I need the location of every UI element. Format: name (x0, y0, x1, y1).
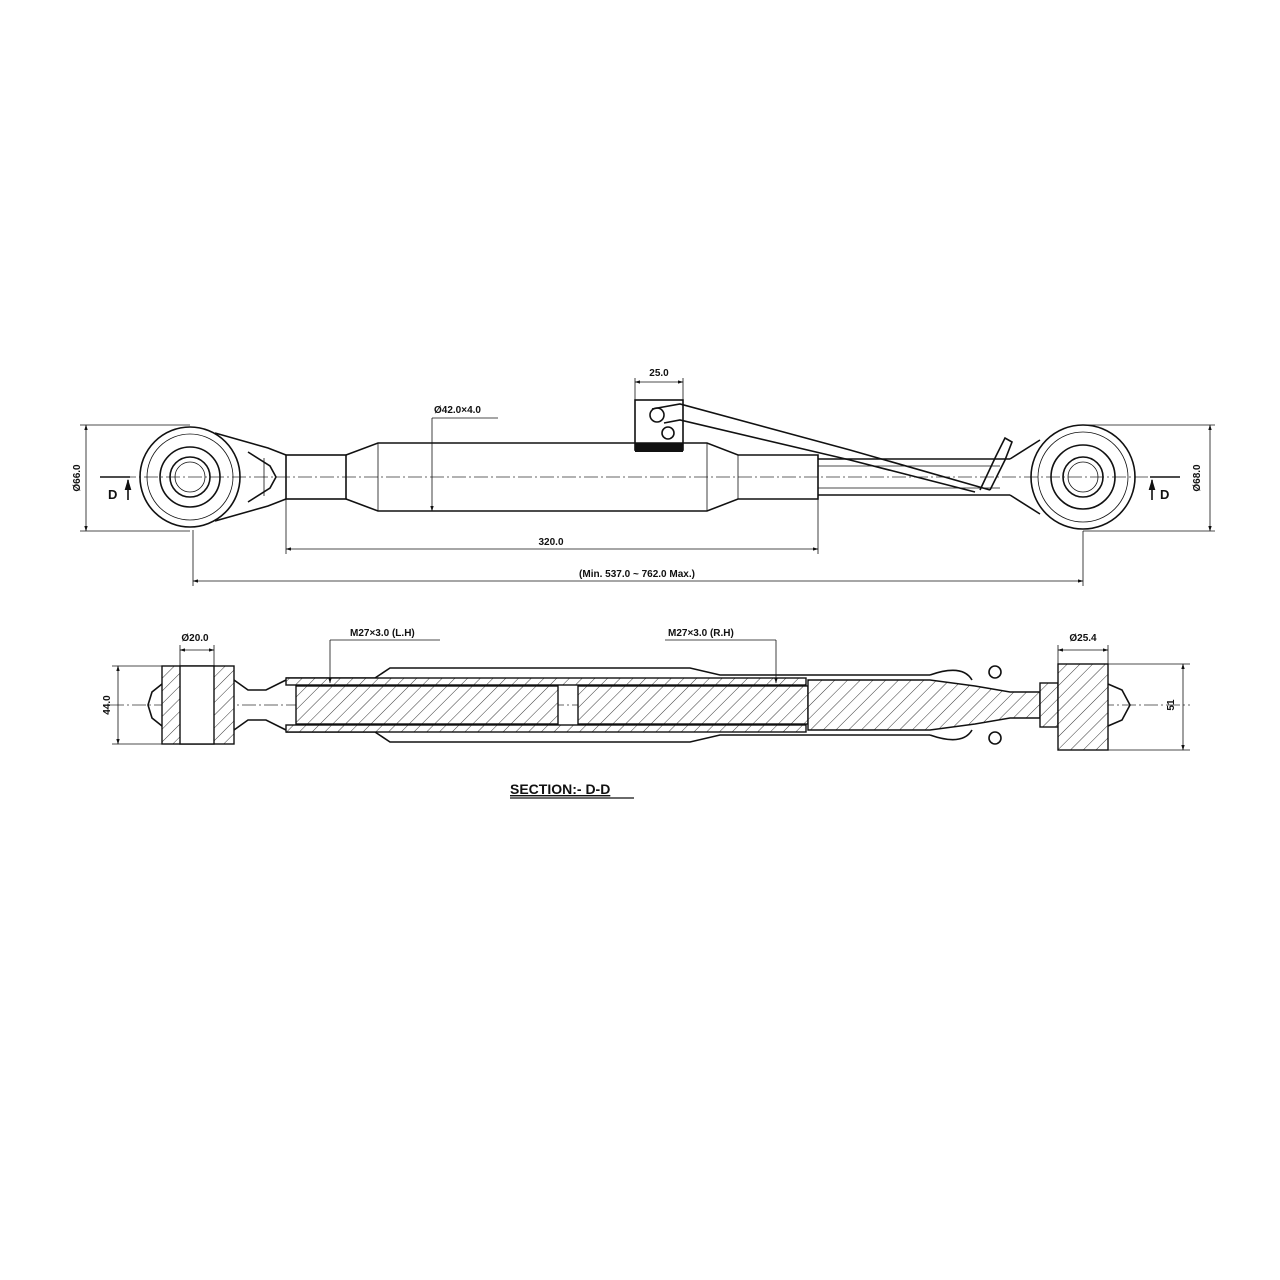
section-mark-right-label: D (1160, 487, 1169, 502)
dim-left-eye-label: Ø66.0 (72, 464, 83, 492)
right-threaded-rod (818, 458, 1010, 496)
dim-body-length: 320.0 (285, 499, 819, 554)
right-eye-section (1039, 663, 1131, 751)
dim-body-length-label: 320.0 (538, 537, 563, 548)
dim-left-eye: Ø66.0 (72, 424, 190, 532)
tube-shell-section (285, 667, 930, 743)
dim-lug-width: 25.0 (634, 368, 684, 400)
dim-right-width-label: 51 (1166, 699, 1177, 711)
left-eye-section (147, 665, 287, 745)
dim-overall-length: (Min. 537.0 ~ 762.0 Max.) (192, 530, 1084, 586)
section-view: Ø20.0 Ø25.4 M27×3.0 (L.H) M27×3.0 (R.H) … (102, 628, 1190, 799)
dim-left-width-label: 44.0 (102, 695, 113, 715)
dim-lug-width-label: 25.0 (649, 368, 669, 379)
left-thread-rod-section (295, 685, 559, 725)
right-thread-rod-section (577, 679, 1041, 731)
section-mark-left: D (100, 476, 132, 502)
dim-left-thread: M27×3.0 (L.H) (328, 628, 440, 684)
dim-overall-length-label: (Min. 537.0 ~ 762.0 Max.) (579, 569, 695, 580)
dim-right-bore: Ø25.4 (1057, 633, 1109, 664)
dim-tube: Ø42.0×4.0 (430, 405, 498, 512)
section-mark-left-label: D (108, 487, 117, 502)
section-caption: SECTION:- D-D (510, 781, 610, 797)
dim-left-bore: Ø20.0 (179, 633, 215, 666)
dim-left-bore-label: Ø20.0 (181, 633, 209, 644)
main-tube (285, 442, 819, 512)
dim-right-eye-label: Ø68.0 (1192, 464, 1203, 492)
dim-right-thread-label: M27×3.0 (R.H) (668, 628, 734, 639)
dim-right-eye: Ø68.0 (1083, 424, 1215, 532)
dim-right-thread: M27×3.0 (R.H) (665, 628, 778, 684)
locking-lever (634, 399, 1013, 493)
lever-clip-section (929, 665, 1002, 745)
left-ball-eye (139, 426, 287, 528)
section-mark-right: D (1148, 476, 1180, 502)
dim-right-width: 51 (1108, 663, 1190, 751)
dim-left-width: 44.0 (102, 665, 170, 745)
dim-tube-label: Ø42.0×4.0 (434, 405, 481, 416)
top-view: D D 25.0 Ø42.0×4.0 Ø66.0 (72, 368, 1215, 586)
dim-right-bore-label: Ø25.4 (1069, 633, 1097, 644)
dim-left-thread-label: M27×3.0 (L.H) (350, 628, 415, 639)
